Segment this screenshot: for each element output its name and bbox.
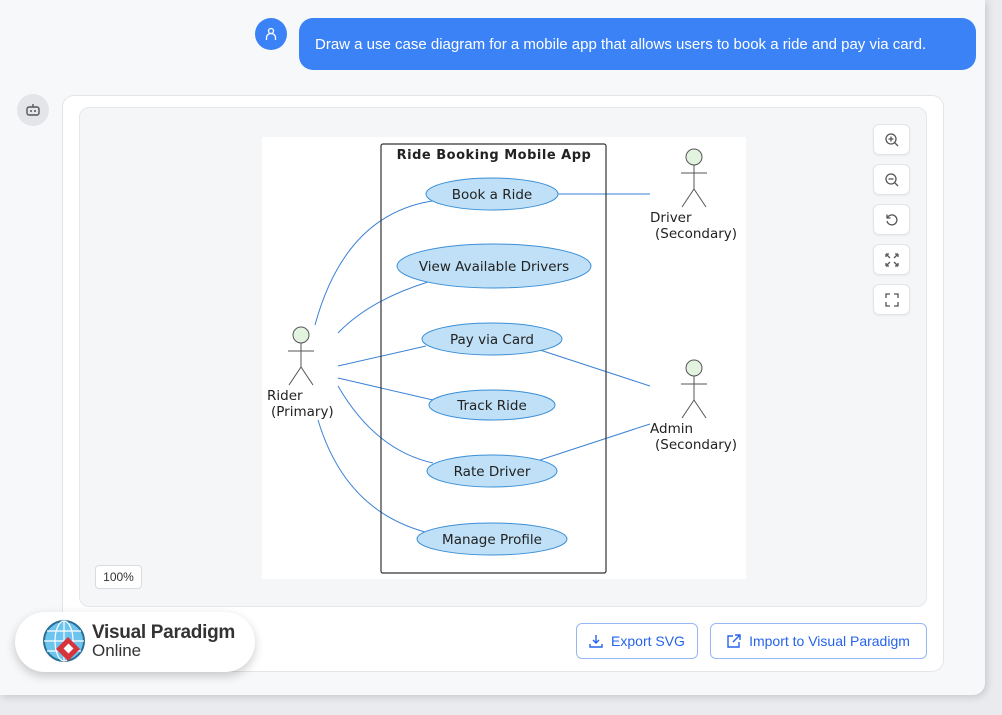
use-case-rate-driver [426, 454, 558, 488]
assoc-rider-book [314, 200, 433, 326]
actor-role: (Primary) [271, 404, 334, 420]
use-case-book-ride [425, 177, 559, 211]
use-case-label: Manage Profile [442, 532, 542, 548]
use-cases [396, 177, 592, 556]
use-case-manage-profile [416, 522, 568, 556]
external-link-icon [727, 634, 741, 648]
reset-view-button[interactable] [873, 204, 910, 235]
export-svg-button[interactable]: Export SVG [576, 623, 698, 659]
actor-name: Driver [650, 210, 692, 226]
download-icon [589, 635, 603, 648]
use-case-label: View Available Drivers [419, 259, 569, 275]
user-message: Draw a use case diagram for a mobile app… [299, 18, 976, 70]
assoc-admin-rate [539, 423, 651, 461]
assoc-rider-track [337, 377, 434, 401]
use-case-label: Rate Driver [454, 464, 531, 480]
use-case-track-ride [428, 389, 556, 421]
visual-paradigm-logo: Visual Paradigm Online [15, 612, 255, 672]
brand-subtitle: Online [92, 641, 142, 660]
actor-name: Rider [267, 388, 303, 404]
actor-role: (Secondary) [655, 437, 737, 453]
actor-role: (Secondary) [655, 226, 737, 242]
use-case-label: Book a Ride [452, 187, 532, 203]
use-case-label: Pay via Card [450, 332, 534, 348]
use-case-pay-card [421, 322, 563, 356]
brand-name: Visual Paradigm [92, 622, 235, 643]
user-icon [265, 27, 277, 40]
use-case-label: Track Ride [456, 398, 527, 414]
use-case-diagram: Ride Booking Mobile App Book a Ride View… [267, 143, 737, 574]
bot-avatar [17, 94, 49, 126]
actor-driver [681, 148, 707, 208]
zoom-in-icon [884, 132, 898, 146]
system-title: Ride Booking Mobile App [397, 148, 592, 163]
diagram-viewport[interactable]: Ride Booking Mobile App Book a Ride View… [262, 137, 746, 579]
assoc-rider-pay [337, 345, 427, 367]
zoom-level-indicator: 100% [95, 565, 142, 589]
actor-admin [681, 359, 707, 419]
zoom-out-button[interactable] [873, 164, 910, 195]
user-avatar [255, 18, 287, 50]
actor-name: Admin [650, 421, 693, 437]
reset-icon [885, 213, 898, 226]
assoc-rider-manage [317, 419, 426, 533]
actor-rider [288, 326, 314, 386]
chat-page: Draw a use case diagram for a mobile app… [0, 0, 985, 695]
fit-icon [884, 252, 899, 267]
use-case-view-drivers [396, 243, 592, 289]
zoom-out-icon [884, 172, 898, 186]
fullscreen-button[interactable] [873, 284, 910, 315]
fullscreen-icon [884, 292, 899, 307]
import-vp-label: Import to Visual Paradigm [749, 633, 910, 649]
assoc-rider-view [337, 281, 429, 334]
assoc-rider-rate [337, 385, 434, 464]
import-vp-button[interactable]: Import to Visual Paradigm [710, 623, 927, 659]
fit-view-button[interactable] [873, 244, 910, 275]
robot-icon [26, 104, 40, 116]
zoom-in-button[interactable] [873, 124, 910, 155]
assoc-admin-pay [539, 349, 651, 387]
export-svg-label: Export SVG [611, 633, 685, 649]
system-boundary [380, 143, 607, 574]
globe-logo-icon [43, 620, 85, 662]
